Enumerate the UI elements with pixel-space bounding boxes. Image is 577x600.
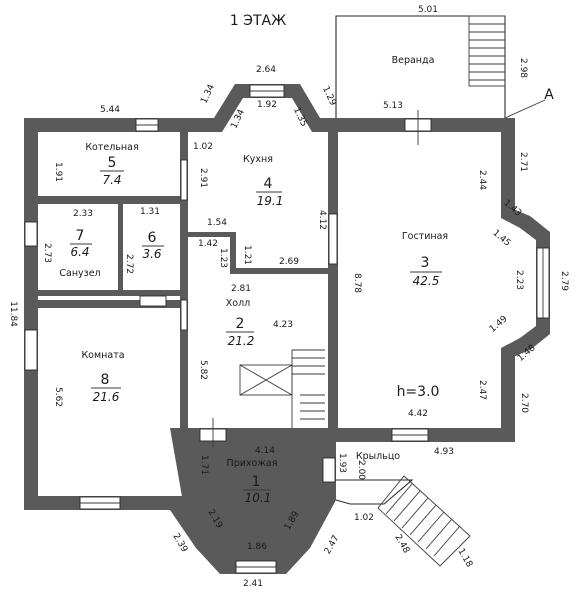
dimension-label: 1.42 [198, 239, 218, 249]
room-entry: Прихожая 1 10.1 [227, 458, 278, 505]
dimension-label: 1.02 [193, 142, 213, 152]
room-name: Веранда [392, 55, 435, 66]
dimension-label: 4.12 [317, 210, 327, 230]
dimension-label: 2.44 [477, 170, 487, 190]
room-area: 3.6 [142, 247, 161, 261]
room-number: 1 [252, 474, 261, 490]
room-number: 6 [148, 230, 157, 246]
dimension-label: 2.23 [514, 270, 524, 290]
dimension-label: 4.42 [408, 409, 428, 419]
dimension-label: 1.45 [490, 228, 512, 249]
dimension-label: 1.31 [140, 207, 160, 217]
dimension-label: 5.01 [418, 5, 438, 15]
room-bedroom: Комната 8 21.6 [81, 350, 124, 404]
dimension-label: 2.47 [477, 380, 487, 400]
openings [24, 84, 550, 574]
room-area: 10.1 [245, 491, 272, 505]
room-name: Котельная [85, 142, 138, 153]
dimension-label: 8.78 [352, 273, 362, 293]
dimension-label: 2.98 [518, 58, 528, 78]
interior-walls [38, 118, 338, 428]
room-hall: Холл 2 21.2 [226, 298, 255, 348]
room-area: 19.1 [257, 194, 284, 208]
height-note: h=3.0 [397, 384, 440, 400]
dimension-label: 4.93 [434, 447, 454, 457]
dimension-label: 1.23 [218, 248, 228, 268]
room-number: 5 [108, 155, 117, 171]
dimension-label: 4.14 [255, 446, 275, 456]
room-porch: Крыльцо [356, 451, 400, 462]
room-veranda: Веранда [392, 55, 435, 66]
section-marker: А [544, 87, 554, 103]
dimension-label: 1.92 [257, 100, 277, 110]
dimension-label: 2.33 [73, 209, 93, 219]
room-number: 4 [264, 176, 273, 192]
dimension-label: 5.62 [53, 387, 63, 407]
room-name: Крыльцо [356, 451, 400, 462]
dimension-label: 2.81 [231, 284, 251, 294]
exterior-walls [24, 84, 550, 574]
dimension-label: 2.70 [519, 393, 529, 413]
room-number: 7 [76, 228, 85, 244]
room-boiler: Котельная 5 7.4 [85, 142, 138, 187]
room-6: 6 3.6 [142, 230, 164, 261]
room-name: Кухня [243, 154, 273, 165]
room-number: 3 [421, 255, 430, 271]
dimension-label: 1.86 [247, 542, 267, 552]
dimension-label: 1.18 [455, 547, 474, 570]
room-name: Санузел [59, 268, 100, 279]
dimension-label: 4.23 [273, 320, 293, 330]
room-name: Холл [226, 298, 250, 309]
dimension-label: 2.39 [170, 532, 189, 555]
room-area: 21.6 [93, 390, 120, 404]
dimension-label: 1.54 [207, 218, 227, 228]
room-number: 2 [236, 316, 245, 332]
dimension-label: 2.41 [243, 579, 263, 589]
veranda-stairs [468, 15, 506, 87]
dimension-label: 2.00 [356, 460, 366, 480]
room-name: Комната [81, 350, 124, 361]
porch-stairs [335, 475, 471, 567]
room-area: 21.2 [228, 334, 255, 348]
dimension-label: 2.69 [279, 257, 299, 267]
plan-title: 1 ЭТАЖ [230, 13, 286, 29]
dimension-label: 1.02 [354, 513, 374, 523]
dimension-label: 1.29 [320, 85, 338, 108]
dimension-label: 1.93 [337, 453, 347, 473]
dimension-label: 1.21 [242, 245, 252, 265]
hall-staircase [239, 349, 325, 428]
room-area: 42.5 [413, 274, 440, 288]
dimension-label: 5.44 [100, 105, 120, 115]
dimension-label: 1.34 [199, 83, 217, 106]
dimension-label: 1.49 [488, 314, 510, 335]
room-name: Гостиная [402, 231, 448, 242]
dimension-label: 1.91 [53, 162, 63, 182]
dimension-label: 2.64 [256, 65, 276, 75]
dimension-label: 2.71 [518, 152, 528, 172]
dimension-label: 11.84 [8, 301, 18, 327]
dimension-label: 2.73 [42, 243, 52, 263]
dimension-label: 5.13 [383, 101, 403, 111]
room-kitchen: Кухня 4 19.1 [243, 154, 283, 208]
room-area: 6.4 [70, 245, 89, 259]
dimension-label: 2.72 [124, 254, 134, 274]
dimension-label: 2.91 [198, 168, 208, 188]
veranda-outline [335, 15, 546, 119]
room-living: Гостиная 3 42.5 [402, 231, 448, 288]
room-name: Прихожая [227, 458, 278, 469]
room-wc: 7 6.4 Санузел [59, 228, 100, 279]
room-number: 8 [101, 372, 110, 388]
room-area: 7.4 [102, 173, 121, 187]
dimension-label: 5.82 [198, 360, 208, 380]
dimension-label: 2.47 [323, 534, 342, 556]
dimension-label: 1.71 [199, 455, 209, 475]
dimension-label: 2.79 [559, 271, 569, 291]
